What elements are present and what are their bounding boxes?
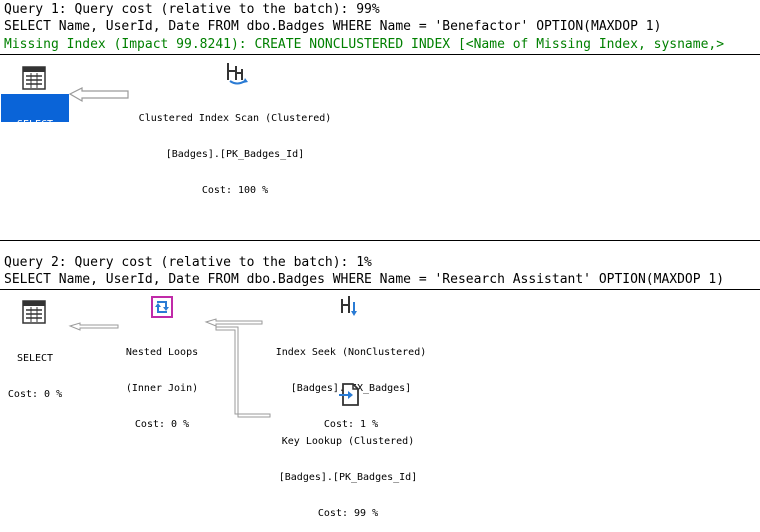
select-cost: Cost: 0 % [7,155,63,166]
select-label: SELECT [16,353,54,364]
lookup-cost: Cost: 99 % [317,508,379,519]
select-icon[interactable] [22,300,46,328]
key-lookup-icon[interactable] [337,382,363,412]
seek-label: Index Seek (NonClustered) [275,347,427,358]
nested-loops-icon[interactable] [149,294,175,324]
lookup-label: Key Lookup (Clustered) [281,436,415,447]
select-cost: Cost: 0 % [7,389,63,400]
query2-select-node[interactable]: SELECT Cost: 0 % [0,329,70,413]
lookup-object: [Badges].[PK_Badges_Id] [278,472,418,483]
loops-join-type: (Inner Join) [125,383,199,394]
query1-scan-node[interactable]: Clustered Index Scan (Clustered) [Badges… [120,89,350,209]
clustered-index-scan-icon[interactable] [224,60,250,90]
query2-sql-line: SELECT Name, UserId, Date FROM dbo.Badge… [4,272,725,287]
loops-cost: Cost: 0 % [134,419,190,430]
query1-sql-line: SELECT Name, UserId, Date FROM dbo.Badge… [4,19,662,34]
scan-object: [Badges].[PK_Badges_Id] [165,149,305,160]
query2-key-lookup-node[interactable]: Key Lookup (Clustered) [Badges].[PK_Badg… [262,412,434,532]
index-seek-icon[interactable] [337,293,363,323]
query1-select-node[interactable]: SELECT Cost: 0 % [1,94,69,166]
query2-nested-loops-node[interactable]: Nested Loops (Inner Join) Cost: 0 % [110,323,214,443]
select-label: SELECT [16,119,54,130]
query2-cost-line: Query 2: Query cost (relative to the bat… [4,255,372,270]
query1-cost-line: Query 1: Query cost (relative to the bat… [4,2,380,17]
scan-label: Clustered Index Scan (Clustered) [138,113,332,124]
query2-header-block: Query 2: Query cost (relative to the bat… [0,253,760,290]
query1-header-block: Query 1: Query cost (relative to the bat… [0,0,760,55]
select-icon[interactable] [22,66,46,94]
loops-label: Nested Loops [125,347,199,358]
plan-separator [0,240,760,251]
query1-missing-index-line[interactable]: Missing Index (Impact 99.8241): CREATE N… [4,37,725,52]
scan-cost: Cost: 100 % [201,185,269,196]
seek-cost: Cost: 1 % [323,419,379,430]
